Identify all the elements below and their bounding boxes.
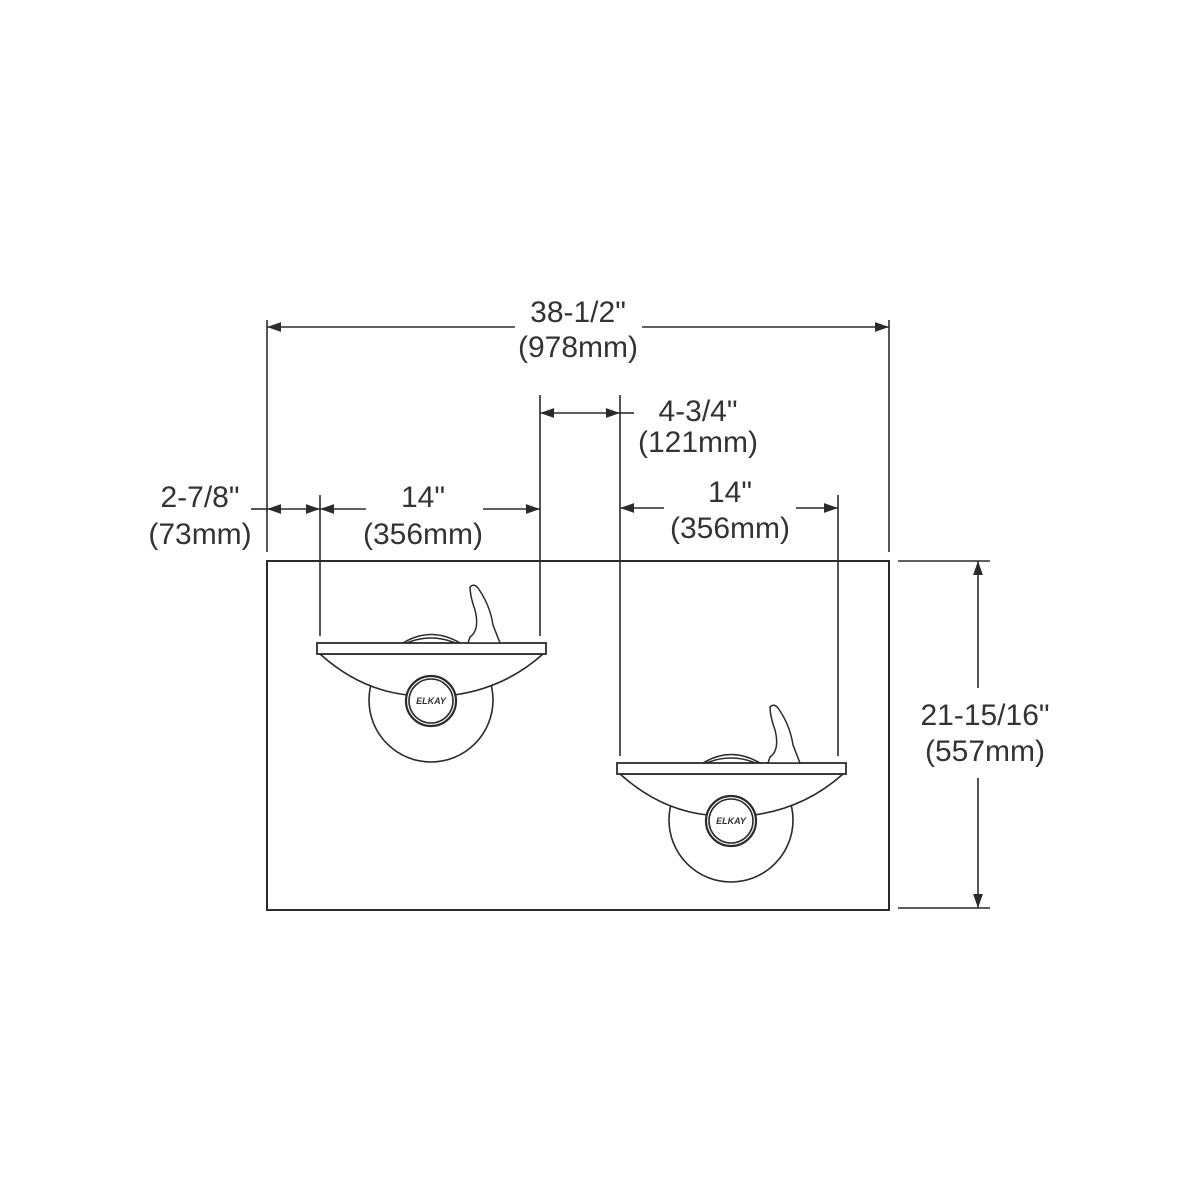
dim-label-metric: (356mm) xyxy=(363,518,483,551)
dim-overall-height: 21-15/16" (557mm) xyxy=(920,561,1050,908)
extension-lines xyxy=(266,320,990,909)
dim-label-imperial: 38-1/2" xyxy=(530,296,626,329)
dim-label-imperial: 14" xyxy=(401,481,445,514)
dim-label-imperial: 4-3/4" xyxy=(658,395,737,428)
dim-right-bowl-width: 14" (356mm) xyxy=(620,476,838,545)
dim-overall-width: 38-1/2" (978mm) xyxy=(267,296,889,364)
dim-label-imperial: 21-15/16" xyxy=(920,699,1049,732)
dim-label-metric: (356mm) xyxy=(670,512,790,545)
dim-label-metric: (557mm) xyxy=(925,735,1045,768)
dim-left-offset: 2-7/8" (73mm) xyxy=(148,481,320,551)
fountain-left: ELKAY xyxy=(316,584,547,763)
dim-label-metric: (121mm) xyxy=(638,426,758,459)
dim-label-imperial: 2-7/8" xyxy=(160,481,239,514)
fountain-right: ELKAY xyxy=(616,704,847,883)
dim-left-bowl-width: 14" (356mm) xyxy=(320,481,540,551)
dim-gap-between: 4-3/4" (121mm) xyxy=(540,395,758,459)
dim-label-metric: (978mm) xyxy=(518,331,638,364)
dim-label-metric: (73mm) xyxy=(148,518,251,551)
elkay-logo: ELKAY xyxy=(716,816,747,826)
back-panel xyxy=(266,560,890,911)
bubbler-icon xyxy=(766,704,802,764)
elkay-logo: ELKAY xyxy=(416,696,447,706)
dim-label-imperial: 14" xyxy=(708,476,752,509)
bubbler-icon xyxy=(466,584,502,644)
